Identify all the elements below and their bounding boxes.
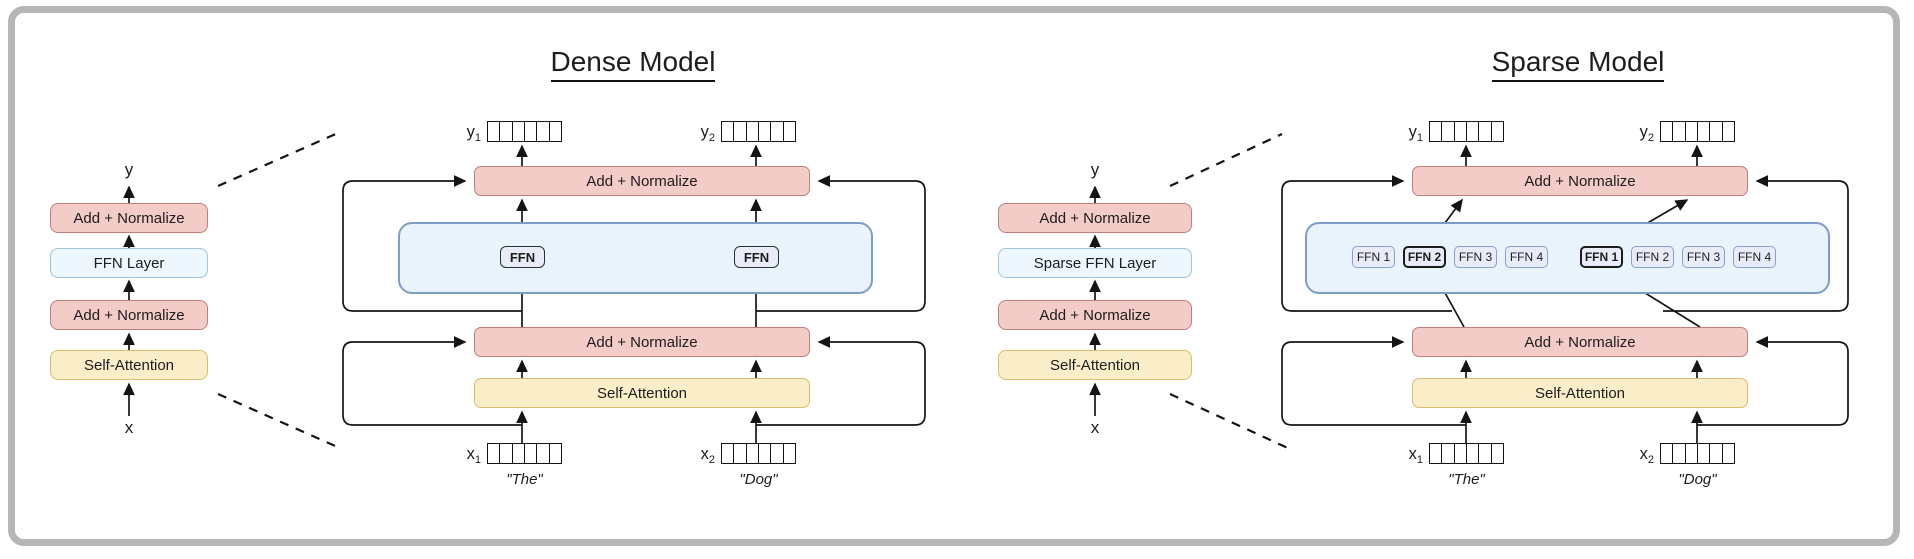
sparse-stack-input-label: x [1090, 418, 1100, 437]
dense-y1-vector [487, 121, 562, 142]
dense-x2-vector [721, 443, 796, 464]
sparse-x2-label: x2 [1639, 445, 1654, 466]
dense-self-attention-bar: Self-Attention [474, 378, 810, 408]
sparse-x1-label: x1 [1408, 445, 1423, 466]
sparse-model-title: Sparse Model [1398, 46, 1758, 82]
dense-x1-label: x1 [466, 445, 481, 466]
dense-x2-label: x2 [700, 445, 715, 466]
sparse-expert-g2-ffn2: FFN 2 [1631, 246, 1674, 268]
sparse-expert-g1-ffn2: FFN 2 [1403, 246, 1446, 268]
dense-stack-output-label: y [124, 160, 134, 179]
sparse-ffn-add-normalize-bar: Add + Normalize [1412, 166, 1748, 196]
dense-x1-word: "The" [506, 471, 543, 488]
dense-x1-vector [487, 443, 562, 464]
dense-attn-add-normalize-bar: Add + Normalize [474, 327, 810, 357]
sparse-y1-vector [1429, 121, 1504, 142]
dense-ffn-container [398, 222, 873, 294]
sparse-expert-g1-ffn3: FFN 3 [1454, 246, 1497, 268]
sparse-y2-label: y2 [1639, 123, 1654, 144]
sparse-stack-output-label: y [1090, 160, 1100, 179]
dense-x2-word: "Dog" [739, 471, 778, 488]
dense-y2-vector [721, 121, 796, 142]
dense-ffn-add-normalize-bar: Add + Normalize [474, 166, 810, 196]
sparse-stack-add-normalize-top: Add + Normalize [998, 203, 1192, 233]
sparse-expert-g1-ffn1: FFN 1 [1352, 246, 1395, 268]
sparse-expert-g2-ffn4: FFN 4 [1733, 246, 1776, 268]
sparse-stack-add-normalize-bottom: Add + Normalize [998, 300, 1192, 330]
sparse-x2-vector [1660, 443, 1735, 464]
sparse-y1-label: y1 [1408, 123, 1423, 144]
sparse-attn-add-normalize-bar: Add + Normalize [1412, 327, 1748, 357]
sparse-stack-self-attention: Self-Attention [998, 350, 1192, 380]
sparse-x1-word: "The" [1448, 471, 1485, 488]
sparse-expert-g2-ffn3: FFN 3 [1682, 246, 1725, 268]
sparse-stack-sparse-ffn-layer: Sparse FFN Layer [998, 248, 1192, 278]
dense-stack-self-attention: Self-Attention [50, 350, 208, 380]
dense-ffn-unit-1: FFN [500, 246, 545, 268]
dense-stack-ffn-layer: FFN Layer [50, 248, 208, 278]
dense-stack-add-normalize-bottom: Add + Normalize [50, 300, 208, 330]
sparse-expert-g2-ffn1: FFN 1 [1580, 246, 1623, 268]
sparse-expert-g1-ffn4: FFN 4 [1505, 246, 1548, 268]
sparse-x2-word: "Dog" [1678, 471, 1717, 488]
dense-stack-input-label: x [124, 418, 134, 437]
dense-model-title: Dense Model [453, 46, 813, 82]
sparse-x1-vector [1429, 443, 1504, 464]
sparse-y2-vector [1660, 121, 1735, 142]
sparse-self-attention-bar: Self-Attention [1412, 378, 1748, 408]
dense-ffn-unit-2: FFN [734, 246, 779, 268]
dense-y2-label: y2 [700, 123, 715, 144]
dense-y1-label: y1 [466, 123, 481, 144]
dense-stack-add-normalize-top: Add + Normalize [50, 203, 208, 233]
